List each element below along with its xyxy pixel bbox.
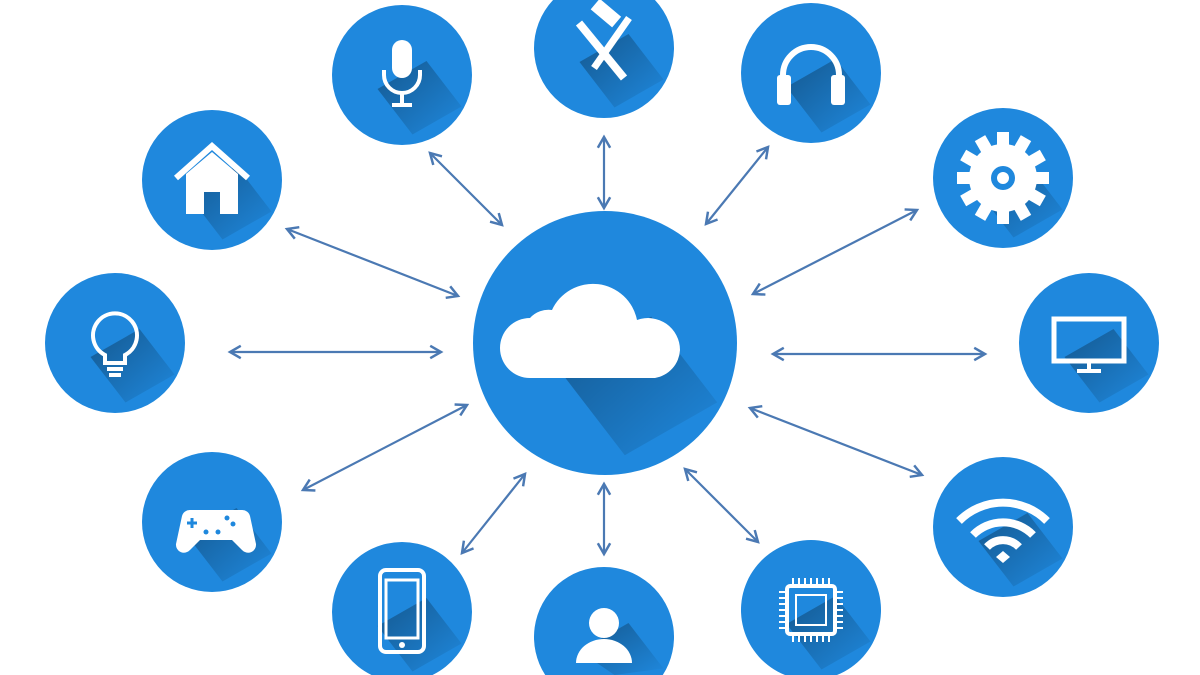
home-icon [174, 141, 250, 214]
long-shadow [786, 59, 871, 133]
chip-icon [779, 578, 843, 642]
bidirectional-arrow-smartphone [460, 472, 527, 555]
node-smartphone [332, 542, 472, 675]
cloud-icon [500, 283, 680, 378]
long-shadow [1064, 329, 1149, 403]
hub-cloud [473, 211, 737, 475]
bidirectional-arrow-chip [683, 467, 760, 544]
tools-icon [575, 0, 632, 81]
node-tools [534, 0, 674, 118]
bidirectional-arrow-microphone [428, 151, 504, 227]
bidirectional-arrow-home [284, 225, 461, 300]
node-microphone [332, 5, 472, 145]
smartphone-icon [378, 568, 426, 654]
long-shadow [90, 329, 175, 403]
bidirectional-arrow-gamepad [300, 403, 470, 492]
node-monitor [1019, 273, 1159, 413]
node-gamepad [142, 452, 282, 592]
lightbulb-icon [91, 311, 139, 377]
long-shadow [377, 61, 462, 135]
user-icon [576, 608, 632, 663]
node-headphones [741, 3, 881, 143]
node-lightbulb [45, 273, 185, 413]
headphones-icon [777, 44, 845, 105]
bidirectional-arrow-gear [750, 208, 920, 296]
node-home [142, 110, 282, 250]
node-wifi [933, 457, 1073, 597]
microphone-icon [382, 40, 422, 107]
wifi-icon [956, 498, 1050, 563]
bidirectional-arrow-wifi [747, 404, 925, 479]
node-chip [741, 540, 881, 675]
node-user [534, 567, 674, 675]
gamepad-icon [175, 509, 257, 553]
monitor-icon [1051, 316, 1127, 373]
long-shadow [978, 513, 1063, 587]
gear-icon [957, 132, 1049, 224]
bidirectional-arrow-headphones [704, 145, 770, 226]
node-gear [933, 108, 1073, 248]
